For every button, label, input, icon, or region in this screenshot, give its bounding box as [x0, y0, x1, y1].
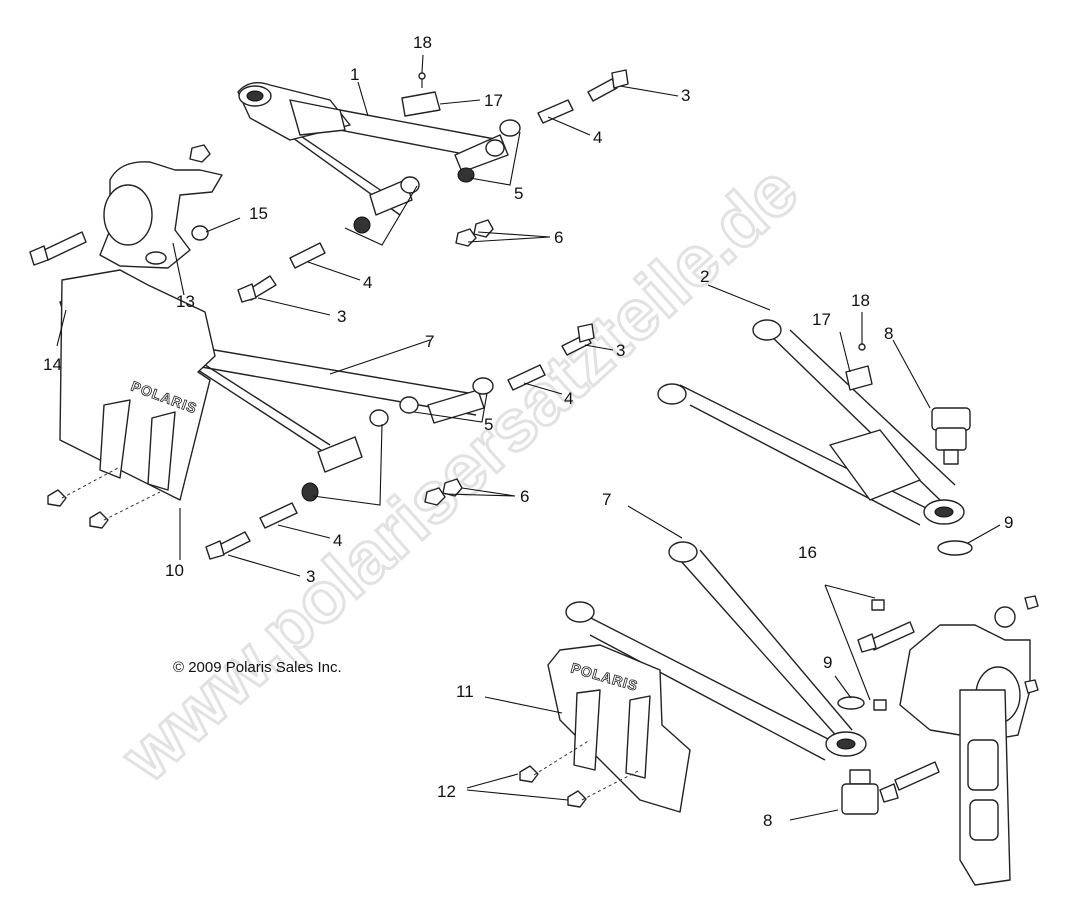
callout-numbers: 1 2 3 3 3 3 4 4 4 4 5 5 6 6 7 7 8 8 9 9 … — [43, 33, 1013, 830]
ball-joint-upper — [931, 407, 973, 556]
callout-leaders — [56, 54, 1001, 821]
callout-5-upper: 5 — [514, 184, 523, 203]
callout-14: 14 — [43, 355, 62, 374]
lower-bushings — [301, 377, 494, 502]
callout-7-right: 7 — [602, 490, 611, 509]
lower-pins-bolts — [205, 323, 595, 560]
ball-joint-lower — [841, 769, 879, 815]
callout-3-lower-left: 3 — [306, 567, 315, 586]
callout-4-lower-right: 4 — [564, 389, 573, 408]
callout-15: 15 — [249, 204, 268, 223]
callout-17-upper: 17 — [484, 91, 503, 110]
callout-11: 11 — [456, 682, 474, 701]
callout-10: 10 — [165, 561, 184, 580]
callout-13: 13 — [176, 292, 195, 311]
callout-4-lower-left: 4 — [333, 531, 342, 550]
callout-18-lower: 18 — [851, 291, 870, 310]
callout-16: 16 — [798, 543, 817, 562]
callout-8-upper: 8 — [884, 324, 893, 343]
callout-8-lower: 8 — [763, 811, 772, 830]
callout-4-upper-right: 4 — [593, 128, 602, 147]
callout-6-lower: 6 — [520, 487, 529, 506]
upper-bushings — [353, 119, 521, 234]
brake-caliper — [959, 689, 1011, 886]
callout-6-upper: 6 — [554, 228, 563, 247]
copyright-notice: © 2009 Polaris Sales Inc. — [173, 659, 342, 676]
callout-3-upper-right: 3 — [681, 86, 690, 105]
callout-9-upper: 9 — [1004, 513, 1013, 532]
callout-4-upper-left: 4 — [363, 273, 372, 292]
callout-9-lower: 9 — [823, 653, 832, 672]
callout-7-left: 7 — [425, 332, 434, 351]
lower-a-arm-right — [565, 541, 867, 761]
callout-5-lower: 5 — [484, 415, 493, 434]
callout-3-upper-left: 3 — [337, 307, 346, 326]
upper-a-arm-right — [657, 319, 965, 526]
callout-2: 2 — [700, 267, 709, 286]
lower-nuts — [424, 478, 463, 506]
skid-plate-left: POLARIS — [47, 269, 216, 529]
upper-clip-screw — [401, 72, 441, 117]
upper-a-arm-left — [237, 82, 501, 216]
callout-18-upper: 18 — [413, 33, 432, 52]
callout-3-lower-right: 3 — [616, 341, 625, 360]
skid-plate-right: POLARIS — [519, 644, 691, 813]
upper-pins-bolts — [237, 69, 629, 303]
callout-12: 12 — [437, 782, 456, 801]
callout-1: 1 — [350, 65, 359, 84]
callout-17-lower: 17 — [812, 310, 831, 329]
